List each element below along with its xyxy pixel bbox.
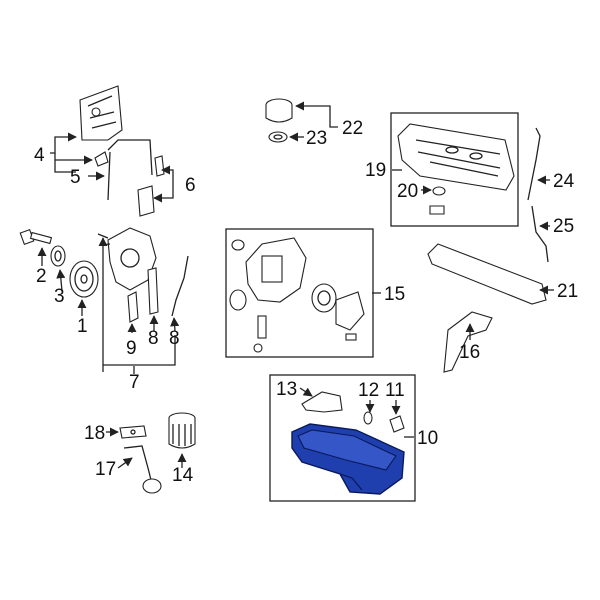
callout-17: 17 [95, 459, 116, 480]
oil-filler-cap-seal-part[interactable] [268, 131, 288, 143]
callout-7: 7 [129, 372, 140, 393]
chain-tensioner-arm-a-part[interactable] [147, 267, 159, 315]
callout-6: 6 [185, 175, 196, 196]
callout-22: 22 [342, 118, 363, 139]
callout-8b: 8 [169, 328, 180, 349]
callout-14: 14 [172, 465, 194, 486]
crankshaft-bolt-part[interactable] [19, 228, 53, 246]
valve-cover-seal-part[interactable] [429, 186, 446, 215]
callout-25: 25 [553, 216, 574, 237]
dipstick-tube-part[interactable] [531, 205, 549, 263]
callout-1: 1 [77, 316, 88, 337]
oil-pickup-tube-part[interactable] [123, 445, 162, 494]
oil-drain-plug-part[interactable] [363, 411, 373, 425]
oil-cooler-gasket-part[interactable] [119, 425, 147, 439]
crankshaft-pulley-part[interactable] [69, 260, 99, 298]
callout-labels: 4 5 6 2 3 1 9 8 8 7 22 23 19 20 24 25 21… [34, 118, 578, 486]
callout-15: 15 [384, 284, 405, 305]
oil-filter-part[interactable] [168, 412, 196, 449]
callout-3: 3 [54, 286, 65, 307]
timing-cover-gasket-part[interactable] [94, 139, 153, 201]
callout-20: 20 [397, 181, 418, 202]
callout-5: 5 [70, 167, 81, 188]
lower-timing-cover-part[interactable] [97, 227, 157, 291]
leader-lines [37, 101, 554, 469]
callout-24: 24 [553, 171, 575, 192]
callout-16: 16 [459, 342, 480, 363]
oil-pan-group-box [269, 374, 416, 502]
timing-chain-guide-part[interactable] [127, 291, 139, 323]
valve-cover-part[interactable] [397, 123, 515, 191]
callout-2: 2 [36, 266, 47, 287]
callout-19: 19 [365, 160, 386, 181]
callout-12: 12 [358, 380, 379, 401]
callout-10: 10 [417, 428, 438, 449]
oil-pump-assembly-part[interactable] [229, 237, 365, 353]
callout-18: 18 [84, 423, 105, 444]
callout-11: 11 [385, 380, 405, 401]
callout-13: 13 [276, 379, 297, 400]
oil-pan-baffle-part[interactable] [301, 391, 343, 413]
callout-9: 9 [126, 338, 137, 359]
spark-plug-tube-seal-part[interactable] [443, 311, 493, 373]
oil-dipstick-part[interactable] [527, 127, 541, 201]
oil-filler-cap-part[interactable] [265, 98, 293, 123]
valve-cover-gasket-part[interactable] [427, 243, 547, 305]
callout-8a: 8 [148, 328, 159, 349]
chain-tensioner-arm-b-part[interactable] [171, 255, 189, 317]
callout-4: 4 [34, 145, 45, 166]
valve-cover-group-box [390, 112, 519, 227]
crankshaft-washer-part[interactable] [50, 245, 66, 267]
oil-level-sensor-part[interactable] [389, 415, 405, 433]
upper-timing-cover-part[interactable] [79, 85, 123, 141]
callout-21: 21 [557, 281, 578, 302]
oil-pan-part[interactable] [291, 423, 405, 495]
callout-23: 23 [306, 128, 327, 149]
